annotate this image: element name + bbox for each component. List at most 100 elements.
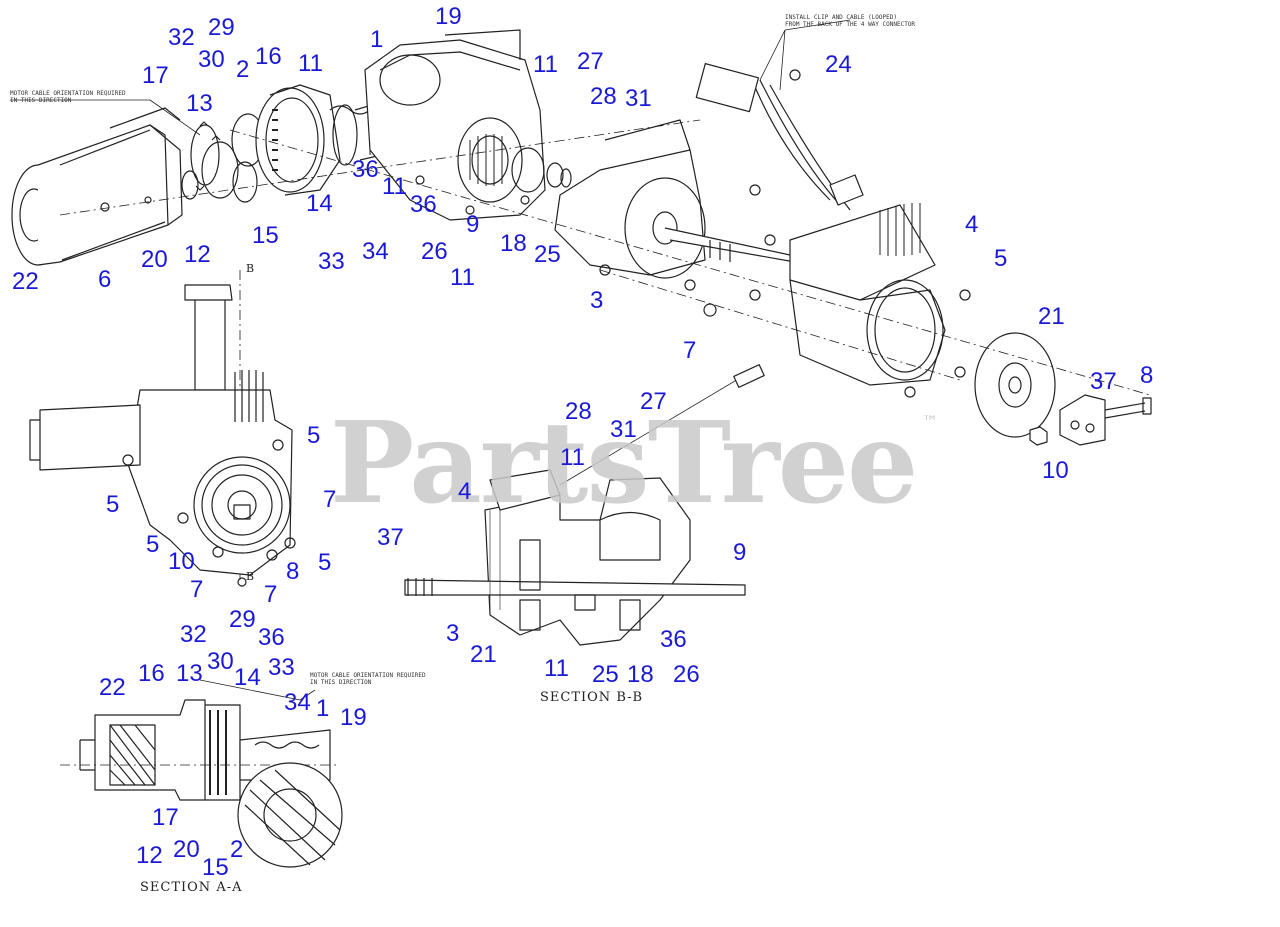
watermark-brand: PartsTree — [330, 398, 918, 529]
callout-exploded[interactable]: 11 — [298, 50, 323, 77]
callout-section-b[interactable]: 25 — [592, 661, 619, 688]
callout-front-view[interactable]: 10 — [168, 548, 195, 575]
callout-exploded[interactable]: 10 — [1042, 457, 1069, 484]
callout-section-a[interactable]: 1 — [316, 695, 330, 722]
callout-exploded[interactable]: 4 — [965, 211, 979, 238]
callout-exploded[interactable]: 36 — [352, 156, 379, 183]
controller-drawing — [695, 62, 936, 306]
callout-exploded[interactable]: 2 — [236, 56, 250, 83]
callout-section-b[interactable]: 9 — [733, 539, 747, 566]
callout-front-view[interactable]: 7 — [264, 581, 278, 608]
callout-exploded[interactable]: 20 — [141, 246, 168, 273]
section-marker-top: B — [246, 262, 256, 275]
section-b-b-title: SECTION B-B — [540, 690, 644, 705]
callout-exploded[interactable]: 8 — [1140, 362, 1154, 389]
callout-section-b[interactable]: 27 — [640, 388, 667, 415]
section-a-a-title: SECTION A-A — [140, 880, 243, 895]
callout-exploded[interactable]: 36 — [410, 191, 437, 218]
callout-exploded[interactable]: 21 — [1038, 303, 1065, 330]
callout-section-a[interactable]: 19 — [340, 704, 367, 731]
callout-section-b[interactable]: 36 — [660, 626, 687, 653]
callout-exploded[interactable]: 37 — [1090, 368, 1117, 395]
front-view-drawing — [29, 284, 296, 587]
callout-exploded[interactable]: 34 — [362, 238, 389, 265]
callout-front-view[interactable]: 5 — [146, 531, 160, 558]
callout-section-a[interactable]: 34 — [284, 689, 311, 716]
callout-section-a[interactable]: 13 — [176, 660, 203, 687]
block-drawing — [1059, 394, 1152, 446]
callout-exploded[interactable]: 14 — [306, 190, 333, 217]
callout-section-b[interactable]: 31 — [610, 416, 637, 443]
callout-section-b[interactable]: 26 — [673, 661, 700, 688]
callout-section-a[interactable]: 17 — [152, 804, 179, 831]
callout-exploded[interactable]: 11 — [382, 173, 407, 200]
callout-front-view[interactable]: 7 — [190, 576, 204, 603]
trademark-symbol: ™ — [922, 412, 938, 431]
callout-front-view[interactable]: 7 — [323, 486, 337, 513]
callout-exploded[interactable]: 18 — [500, 230, 527, 257]
callout-section-a[interactable]: 14 — [234, 664, 261, 691]
disc-drawing — [974, 332, 1056, 438]
callout-exploded[interactable]: 25 — [534, 241, 561, 268]
callout-section-a[interactable]: 29 — [229, 606, 256, 633]
callout-exploded[interactable]: 28 — [590, 83, 617, 110]
callout-exploded[interactable]: 5 — [994, 245, 1008, 272]
callout-exploded[interactable]: 29 — [208, 14, 235, 41]
gearcase-drawing — [554, 119, 796, 279]
callout-exploded[interactable]: 9 — [466, 211, 480, 238]
callout-section-b[interactable]: 4 — [458, 478, 472, 505]
callout-section-a[interactable]: 2 — [230, 836, 244, 863]
callout-exploded[interactable]: 1 — [370, 26, 384, 53]
callout-exploded[interactable]: 32 — [168, 24, 195, 51]
callout-section-b[interactable]: 18 — [627, 661, 654, 688]
callout-section-a[interactable]: 12 — [136, 842, 163, 869]
callout-section-b[interactable]: 11 — [544, 655, 569, 682]
callout-exploded[interactable]: 6 — [98, 266, 112, 293]
callout-exploded[interactable]: 24 — [825, 51, 852, 78]
callout-exploded[interactable]: 12 — [184, 241, 211, 268]
ring-gear-drawing — [255, 84, 341, 196]
callout-section-a[interactable]: 22 — [99, 674, 126, 701]
callout-exploded[interactable]: 26 — [421, 238, 448, 265]
callout-exploded[interactable]: 3 — [590, 287, 604, 314]
right-housing-drawing — [789, 279, 946, 398]
callout-exploded[interactable]: 11 — [450, 264, 475, 291]
motor-drawing — [11, 107, 183, 266]
callout-section-a[interactable]: 15 — [202, 854, 229, 881]
gear-stack-drawing — [181, 113, 265, 203]
callout-section-a[interactable]: 36 — [258, 624, 285, 651]
callout-section-a[interactable]: 33 — [268, 654, 295, 681]
callout-section-b[interactable]: 11 — [560, 444, 585, 471]
callout-exploded[interactable]: 31 — [625, 85, 652, 112]
callout-front-view[interactable]: 5 — [106, 491, 120, 518]
main-housing-drawing — [364, 29, 546, 221]
callout-exploded[interactable]: 7 — [683, 337, 697, 364]
callout-exploded[interactable]: 13 — [186, 90, 213, 117]
callout-exploded[interactable]: 16 — [255, 43, 282, 70]
nut-drawing — [1029, 426, 1048, 446]
callout-front-view[interactable]: 5 — [307, 422, 321, 449]
callout-section-a[interactable]: 16 — [138, 660, 165, 687]
callout-section-b[interactable]: 37 — [377, 524, 404, 551]
bolts-drawing — [684, 69, 971, 378]
callout-section-b[interactable]: 21 — [470, 641, 497, 668]
callout-exploded[interactable]: 27 — [577, 48, 604, 75]
callout-exploded[interactable]: 19 — [435, 3, 462, 30]
bearing-drawing — [511, 147, 572, 193]
callout-exploded[interactable]: 17 — [142, 62, 169, 89]
callout-front-view[interactable]: 5 — [318, 549, 332, 576]
callout-section-a[interactable]: 20 — [173, 836, 200, 863]
callout-front-view[interactable]: 8 — [286, 558, 300, 585]
callout-exploded[interactable]: 22 — [12, 268, 39, 295]
section-a-drawing — [60, 679, 343, 868]
callout-exploded[interactable]: 15 — [252, 222, 279, 249]
callout-exploded[interactable]: 11 — [533, 51, 558, 78]
callout-section-a[interactable]: 32 — [180, 621, 207, 648]
callout-section-b[interactable]: 3 — [446, 620, 460, 647]
callout-section-b[interactable]: 28 — [565, 398, 592, 425]
callout-section-a[interactable]: 30 — [207, 648, 234, 675]
callout-exploded[interactable]: 30 — [198, 46, 225, 73]
callout-exploded[interactable]: 33 — [318, 248, 345, 275]
